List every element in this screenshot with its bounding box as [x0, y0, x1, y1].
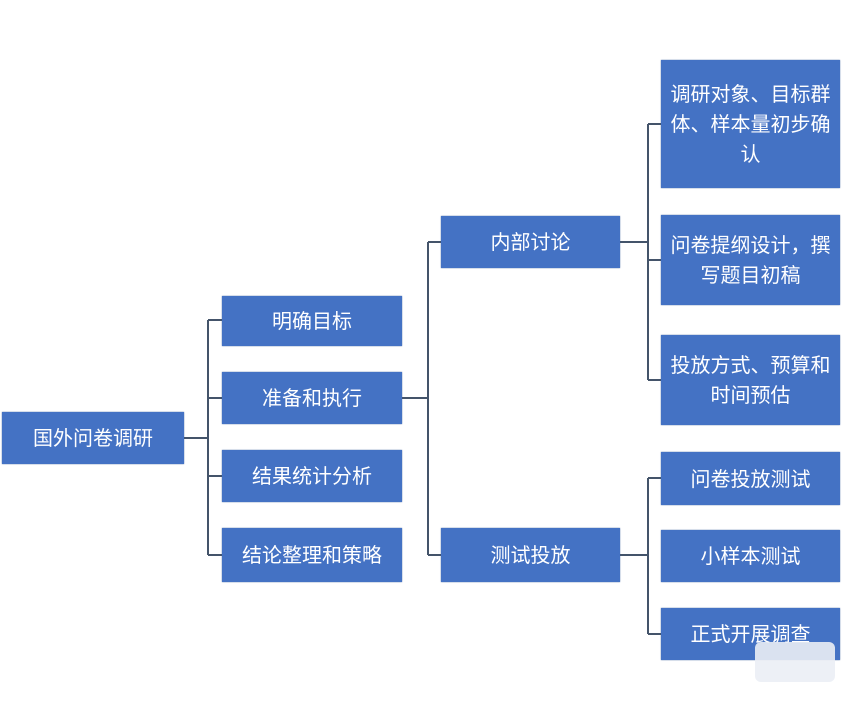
node-small-sample: 小样本测试 [661, 530, 840, 582]
node-outline-design: 问卷提纲设计，撰写题目初稿 [661, 215, 840, 305]
node-clarify-goals: 明确目标 [222, 296, 402, 346]
node-research-targets: 调研对象、目标群体、样本量初步确认 [661, 60, 840, 188]
node-test-launch: 测试投放 [441, 528, 620, 582]
node-statistics-analysis: 结果统计分析 [222, 450, 402, 502]
node-conclusion-strategy: 结论整理和策略 [222, 528, 402, 582]
node-internal-discussion: 内部讨论 [441, 216, 620, 268]
watermark-overlay [755, 642, 835, 682]
node-questionnaire-test: 问卷投放测试 [661, 452, 840, 505]
root-node: 国外问卷调研 [2, 412, 184, 464]
node-prepare-execute: 准备和执行 [222, 372, 402, 424]
node-budget-timing: 投放方式、预算和时间预估 [661, 335, 840, 425]
